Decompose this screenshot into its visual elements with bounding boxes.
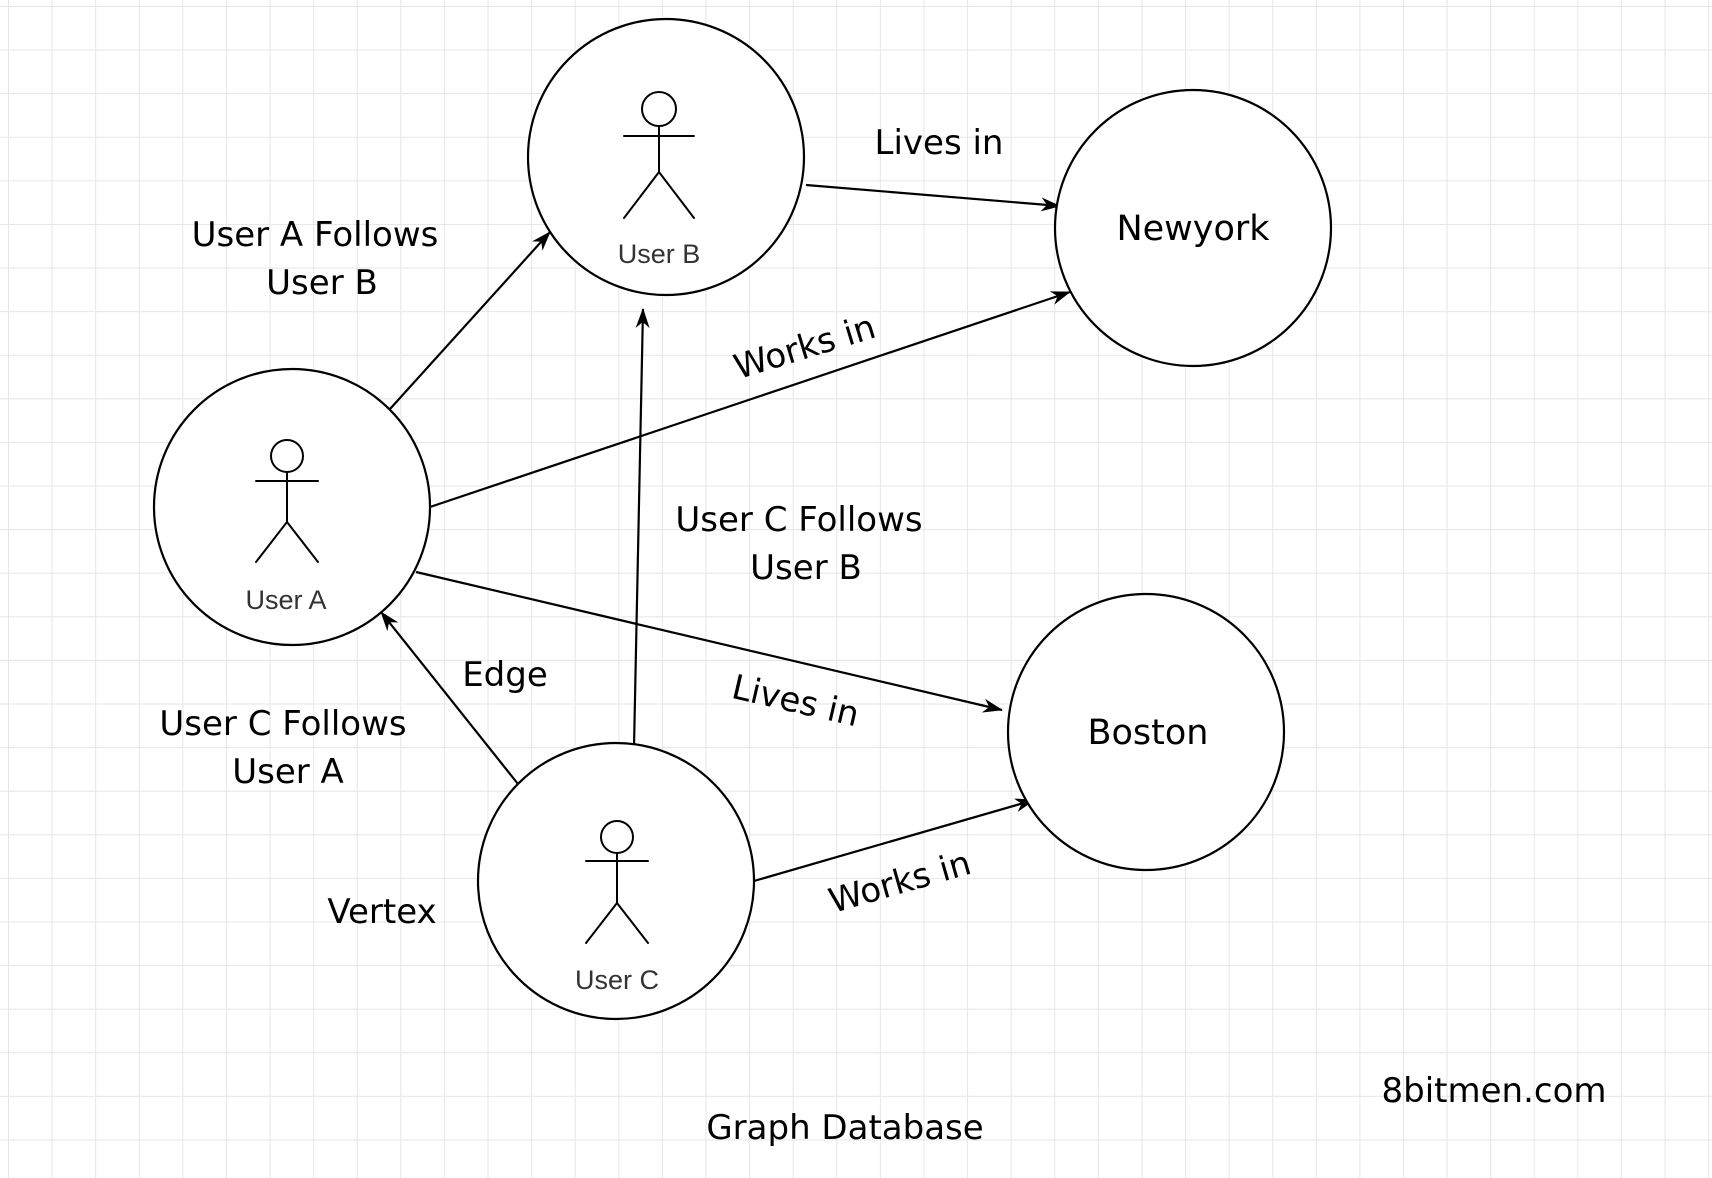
edge-user-c-follows-user-a [380, 611, 519, 785]
vertex-user-c: User C [476, 741, 756, 1021]
vertex-newyork: Newyork [1053, 88, 1333, 368]
vertex-label: User C [575, 965, 659, 995]
edge-label-user-a-lives-in-boston: Lives in [728, 667, 863, 735]
person-icon [623, 91, 695, 219]
edge-label-line: User C Follows [159, 704, 406, 744]
edge-label-line: User A [232, 752, 344, 792]
edge-user-c-follows-user-b [632, 308, 650, 748]
edge-label-line: User B [266, 263, 378, 303]
person-icon [585, 820, 649, 944]
edge-user-b-lives-in-newyork [805, 183, 1061, 212]
vertex-label: User B [618, 239, 701, 269]
person-icon [255, 439, 319, 563]
annotation-vertex: Vertex [327, 892, 436, 932]
vertex-circle [1006, 592, 1286, 872]
vertex-label: Newyork [1116, 209, 1270, 249]
edge-label-line: User B [750, 548, 862, 588]
edge-label-user-a-works-in-newyork: Works in [729, 307, 880, 388]
edge-user-a-follows-user-b [389, 231, 551, 410]
edge-user-c-works-in-boston [753, 798, 1035, 883]
vertex-user-b: User B [526, 17, 806, 297]
edge-user-a-lives-in-boston [415, 570, 1003, 713]
edge-user-a-works-in-newyork [429, 290, 1071, 509]
vertex-user-a: User A [152, 367, 432, 647]
vertex-circle [526, 17, 806, 297]
edge-label-line: User C Follows [675, 500, 922, 540]
edge-label-user-c-follows-user-b: User C Follows User B [675, 500, 922, 588]
vertex-circle [152, 367, 432, 647]
vertex-label: User A [245, 585, 326, 615]
vertex-label: Boston [1088, 713, 1209, 753]
edge-label-user-c-follows-user-a: User C Follows User A [159, 704, 406, 792]
edge-label-user-b-lives-in-newyork: Lives in [875, 123, 1004, 163]
vertex-boston: Boston [1006, 592, 1286, 872]
watermark: 8bitmen.com [1381, 1071, 1606, 1111]
diagram-caption: Graph Database [706, 1108, 983, 1148]
edge-label-line: User A Follows [192, 215, 439, 255]
vertex-circle [1053, 88, 1333, 368]
edge-label-user-a-follows-user-b: User A Follows User B [192, 215, 439, 303]
annotation-edge: Edge [462, 655, 548, 695]
